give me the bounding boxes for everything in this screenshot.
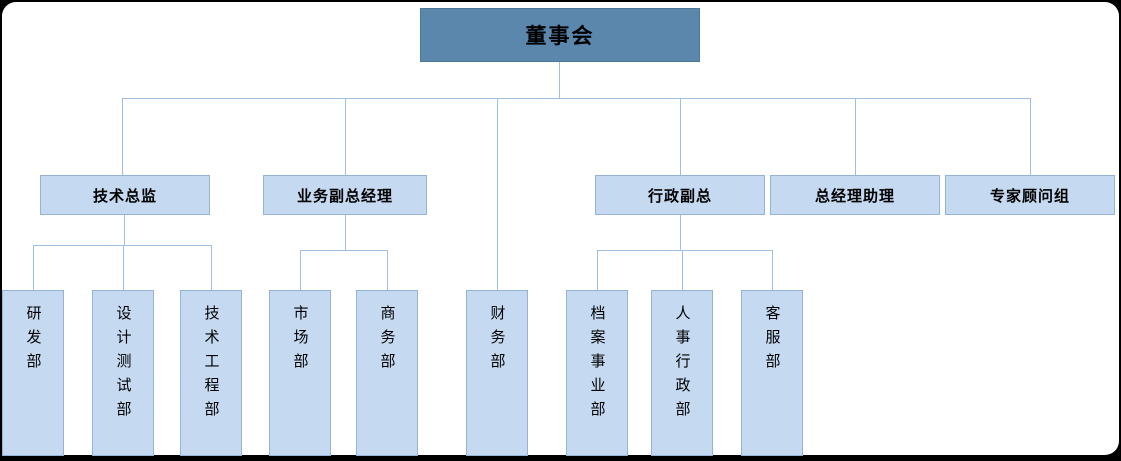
tech-engineering-dept-label: 技术工程部 bbox=[202, 305, 220, 425]
business-deputy-gm-label: 业务副总经理 bbox=[296, 187, 393, 205]
archives-dept-label: 档案事业部 bbox=[588, 305, 606, 425]
connector-drop-expert-advisory bbox=[1030, 98, 1031, 175]
technical-director-node: 技术总监 bbox=[40, 175, 210, 215]
gm-assistant-node: 总经理助理 bbox=[770, 175, 940, 215]
marketing-dept-node: 市场部 bbox=[269, 290, 331, 456]
hr-admin-dept-node: 人事行政部 bbox=[651, 290, 713, 456]
connector-top-horizontal bbox=[122, 98, 1031, 99]
board-of-directors-label: 董事会 bbox=[525, 25, 595, 48]
customer-service-dept-node: 客服部 bbox=[741, 290, 803, 456]
expert-advisory-node: 专家顾问组 bbox=[945, 175, 1115, 215]
connector-drop-customer-service-dept bbox=[772, 250, 773, 290]
design-testing-dept-label: 设计测试部 bbox=[114, 305, 132, 425]
connector-drop-tech-engineering-dept bbox=[211, 245, 212, 290]
tech-engineering-dept-node: 技术工程部 bbox=[180, 290, 242, 456]
admin-deputy-node: 行政副总 bbox=[595, 175, 765, 215]
connector-business-stem bbox=[345, 215, 346, 250]
connector-drop-admin-deputy bbox=[680, 98, 681, 175]
connector-drop-commerce-dept bbox=[387, 250, 388, 290]
connector-admin-horizontal bbox=[597, 250, 773, 251]
hr-admin-dept-label: 人事行政部 bbox=[673, 305, 691, 425]
admin-deputy-label: 行政副总 bbox=[647, 187, 712, 205]
connector-technical-horizontal bbox=[33, 245, 212, 246]
finance-dept-label: 财务部 bbox=[488, 305, 506, 377]
connector-technical-stem bbox=[124, 215, 125, 245]
connector-drop-marketing-dept bbox=[300, 250, 301, 290]
finance-dept-node: 财务部 bbox=[466, 290, 528, 456]
connector-drop-archives-dept bbox=[597, 250, 598, 290]
connector-admin-stem bbox=[680, 215, 681, 250]
connector-drop-technical-director bbox=[122, 98, 123, 175]
commerce-dept-node: 商务部 bbox=[356, 290, 418, 456]
rd-dept-label: 研发部 bbox=[24, 305, 42, 377]
canvas-background bbox=[2, 2, 1119, 455]
connector-drop-business-deputy bbox=[345, 98, 346, 175]
connector-drop-design-testing-dept bbox=[123, 245, 124, 290]
marketing-dept-label: 市场部 bbox=[291, 305, 309, 377]
connector-drop-hr-admin-dept bbox=[682, 250, 683, 290]
customer-service-dept-label: 客服部 bbox=[763, 305, 781, 377]
technical-director-label: 技术总监 bbox=[92, 187, 157, 205]
connector-business-horizontal bbox=[300, 250, 388, 251]
expert-advisory-label: 专家顾问组 bbox=[989, 187, 1070, 205]
connector-root-drop bbox=[559, 62, 560, 98]
rd-dept-node: 研发部 bbox=[2, 290, 64, 456]
business-deputy-gm-node: 业务副总经理 bbox=[263, 175, 427, 215]
design-testing-dept-node: 设计测试部 bbox=[92, 290, 154, 456]
connector-drop-finance-dept bbox=[497, 98, 498, 290]
archives-dept-node: 档案事业部 bbox=[566, 290, 628, 456]
board-of-directors-node: 董事会 bbox=[420, 8, 700, 62]
gm-assistant-label: 总经理助理 bbox=[814, 187, 895, 205]
commerce-dept-label: 商务部 bbox=[378, 305, 396, 377]
connector-drop-gm-assistant bbox=[855, 98, 856, 175]
connector-drop-rd-dept bbox=[33, 245, 34, 290]
